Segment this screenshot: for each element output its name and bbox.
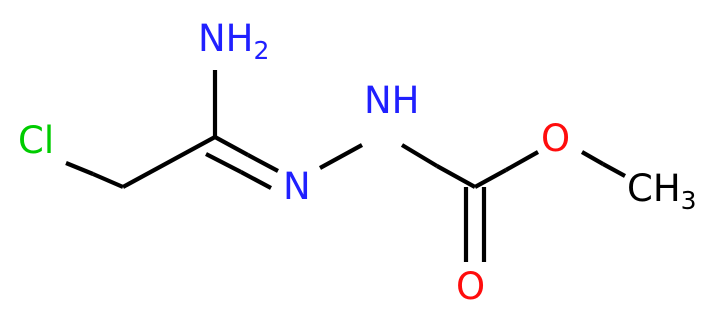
bonds — [65, 70, 627, 262]
atom-label-nh2-symbol: NH — [198, 17, 254, 60]
bond-nh-c-c-half — [435, 164, 477, 189]
bond-c-n-double-2-n-half — [240, 170, 272, 190]
bond-c-n-double-2-c-half — [205, 152, 242, 174]
atom-label-n-imine: N — [283, 165, 311, 208]
bond-o-ch3-o-half — [580, 150, 605, 166]
atom-label-nh2: NH2 — [198, 17, 269, 65]
atom-label-ch3-subscript: 3 — [681, 186, 697, 215]
bond-o-ch3-c-half — [601, 162, 627, 178]
atom-label-ch3-symbol: CH — [627, 167, 681, 210]
bond-c-o-ether-c-half — [473, 168, 508, 189]
bond-cl-ch2-cl-half — [65, 161, 94, 176]
atom-label-o-ether: O — [541, 117, 570, 160]
bond-c-n-double-1-c-half — [213, 135, 250, 157]
atom-labels: Cl NH2 N NH O CH3 O — [18, 17, 697, 308]
bond-nh-c-n-half — [400, 143, 439, 168]
bond-c-n-double-1-n-half — [247, 153, 279, 173]
atom-label-cl: Cl — [18, 119, 54, 162]
atom-label-nh: NH — [364, 79, 420, 122]
atom-label-o-carbonyl: O — [456, 265, 485, 308]
bond-cl-ch2-c-half — [92, 172, 124, 189]
bond-ch2-c — [121, 135, 217, 189]
bond-c-o-ether-o-half — [504, 150, 540, 172]
bond-n-nh — [318, 143, 364, 170]
atom-label-nh2-subscript: 2 — [254, 36, 270, 65]
atom-label-ch3: CH3 — [627, 167, 697, 215]
